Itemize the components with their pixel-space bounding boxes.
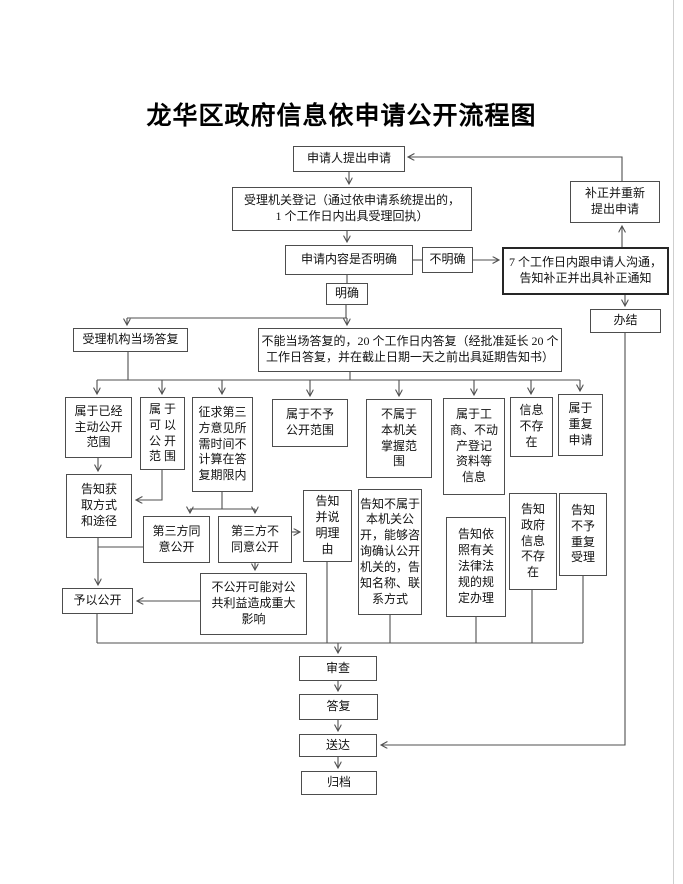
page-right-edge xyxy=(673,0,674,884)
node-clear: 明确 xyxy=(326,283,368,305)
edge-b2-c1 xyxy=(136,470,163,500)
node-20days-reply: 不能当场答复的，20 个工作日内答复（经批准延长 20 个 工作日答复，并在截止… xyxy=(258,328,562,372)
node-repeated-application: 属于 重复 申请 xyxy=(558,394,603,456)
node-inform-no-repeat: 告知 不予 重复 受理 xyxy=(559,493,607,576)
node-not-public-scope: 属于不予 公开范围 xyxy=(272,399,348,447)
page-title: 龙华区政府信息依申请公开流程图 xyxy=(146,103,537,130)
node-archive: 归档 xyxy=(301,771,377,795)
node-inform-access-method: 告知获 取方式 和途径 xyxy=(66,474,132,538)
node-correct-resubmit: 补正并重新 提出申请 xyxy=(570,181,660,223)
node-inform-not-exist: 告知 政府 信息 不存 在 xyxy=(509,493,557,590)
node-communicate-7days: 7 个工作日内跟申请人沟通， 告知补正并出具补正通知 xyxy=(502,247,669,295)
node-public-interest-impact: 不公开可能对公 共利益造成重大 影响 xyxy=(200,573,307,635)
node-not-this-agency: 不属于 本机关 掌握范 围 xyxy=(366,399,432,478)
node-apply: 申请人提出申请 xyxy=(293,146,405,172)
node-review: 审查 xyxy=(299,656,377,681)
node-commercial-registry-info: 属于工 商、不动 产登记 资料等 信息 xyxy=(443,398,505,495)
node-info-not-exist: 信息 不存 在 xyxy=(510,397,553,457)
edge-correct-apply xyxy=(408,157,623,181)
node-third-party-agree: 第三方同 意公开 xyxy=(143,516,210,563)
node-inform-legal-procedure: 告知依 照有关 法律法 规的规 定办理 xyxy=(446,517,506,617)
node-third-party-disagree: 第三方不 同意公开 xyxy=(218,516,292,563)
node-reply: 答复 xyxy=(299,694,378,720)
node-deliver: 送达 xyxy=(299,734,377,757)
node-inform-other-agency: 告知不属于 本机关公 开，能够咨 询确认公开 机关的，告 知名称、联 系方式 xyxy=(358,489,422,615)
node-inform-reasons: 告知 并说 明理 由 xyxy=(303,490,352,562)
node-can-public-scope: 属 于 可 以 公 开 范 围 xyxy=(140,397,185,470)
node-content-clear-question: 申请内容是否明确 xyxy=(285,245,413,275)
node-third-party-opinion: 征求第三 方意见所 需时间不 计算在答 复期限内 xyxy=(192,397,253,492)
node-grant-disclosure: 予以公开 xyxy=(62,588,133,614)
node-register: 受理机关登记（通过依申请系统提出的， 1 个工作日内出具受理回执） xyxy=(232,187,472,231)
node-closed: 办结 xyxy=(590,309,661,333)
node-already-public-scope: 属于已经 主动公开 范围 xyxy=(65,397,132,458)
node-onspot-reply: 受理机构当场答复 xyxy=(73,328,188,352)
node-unclear: 不明确 xyxy=(422,247,473,273)
